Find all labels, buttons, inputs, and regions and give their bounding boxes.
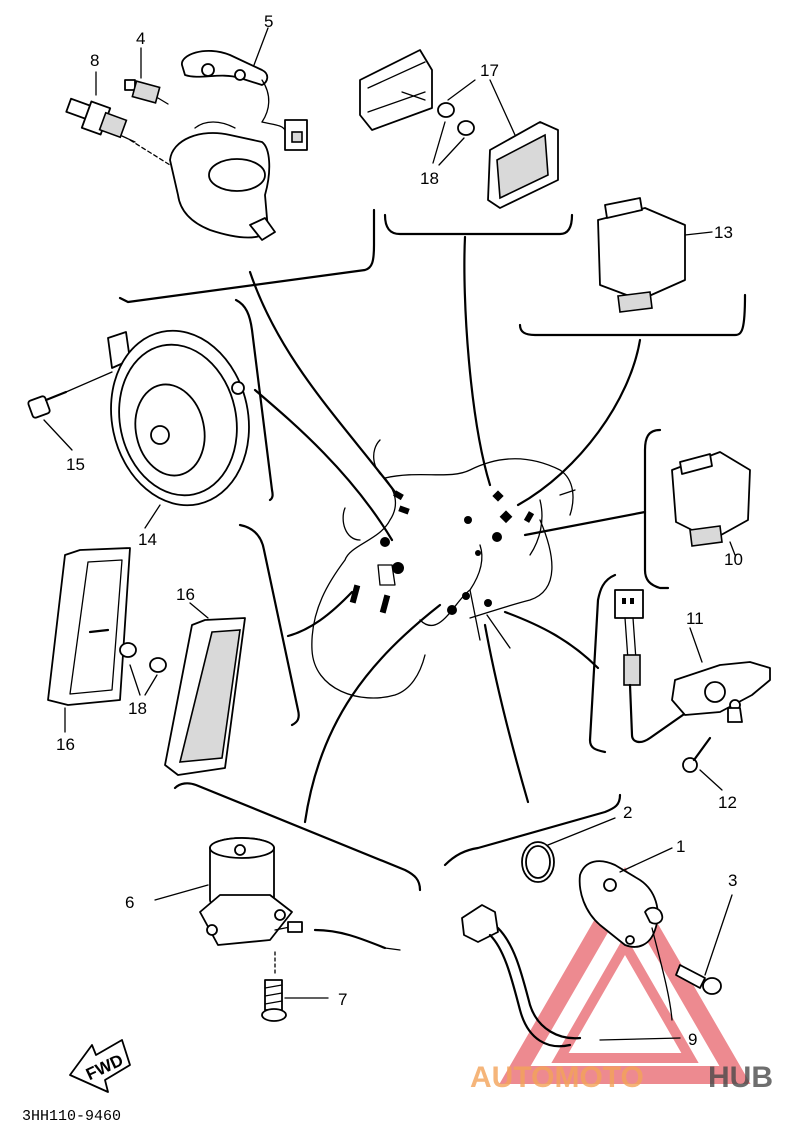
callout-9: 9 [688,1030,697,1049]
watermark-part2: HUB [708,1061,773,1094]
callout-labels: 1 2 3 4 5 6 7 8 9 10 11 12 13 14 15 16 1… [56,12,743,1049]
watermark-text: AUTOMOTO HUB [470,1061,773,1094]
part-1-sensor [578,847,673,948]
part-6-motor [154,837,401,976]
callout-13: 13 [714,223,733,242]
part-15-bolt [27,371,113,451]
callout-7: 7 [338,990,347,1009]
part-7-bolt [261,979,329,1022]
part-13-relay [597,197,713,313]
callout-16b: 16 [176,585,195,604]
part-11-switch [614,589,771,744]
callout-4: 4 [136,29,145,48]
leader-lines [248,235,647,824]
fwd-arrow [69,1039,131,1093]
part-2-oring [521,817,616,883]
callout-3: 3 [728,871,737,890]
part-14-horn [107,329,250,529]
callout-16a: 16 [56,735,75,754]
callout-18a: 18 [420,169,439,188]
part-17-reflectors [359,49,559,209]
callout-10: 10 [724,550,743,569]
group-brackets [118,208,747,892]
callout-15: 15 [66,455,85,474]
callout-1: 1 [676,837,685,856]
housing-sketch [129,121,276,241]
frame-outline [311,439,576,699]
connector-marks [349,490,535,615]
callout-14: 14 [138,530,157,549]
part-3-bolt [675,894,733,995]
part-16-left-reflector [47,547,167,733]
callout-12: 12 [718,793,737,812]
callout-18b: 18 [128,699,147,718]
callout-5: 5 [264,12,273,31]
part-12-screw [682,736,723,791]
part-8-switch [65,71,136,143]
callout-6: 6 [125,893,134,912]
part-4-sender [124,47,169,105]
callout-2: 2 [623,803,632,822]
part-16-mid-reflector [164,602,246,776]
watermark-part1: AUTOMOTO [470,1061,644,1094]
callout-11: 11 [686,609,704,628]
callout-8: 8 [90,51,99,70]
part-10-relay [671,451,751,556]
diagram-code: 3HH110-9460 [22,1108,121,1125]
watermark-logo [499,867,751,1084]
callout-17: 17 [480,61,499,80]
part-5-sensor [181,27,308,151]
part-9-lead [461,904,681,1048]
